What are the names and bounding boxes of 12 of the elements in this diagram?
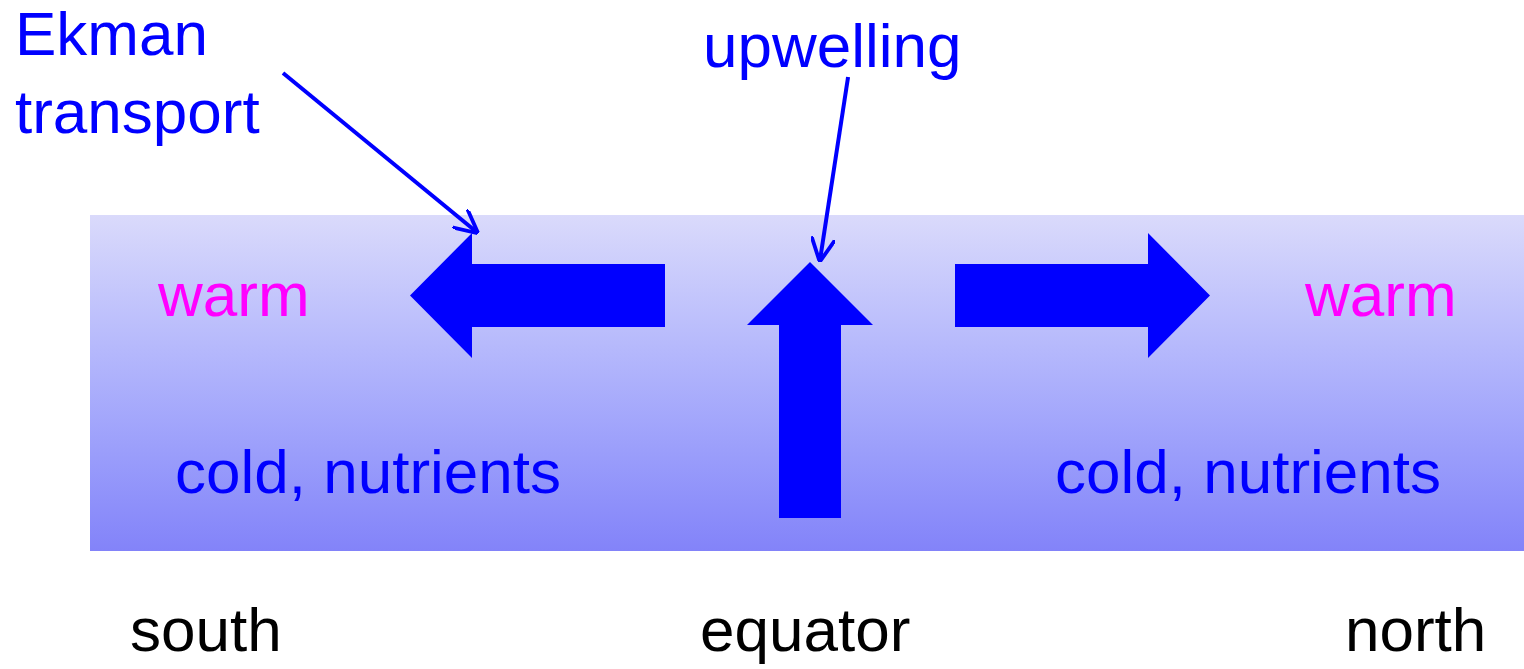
direction-label: north (1345, 595, 1487, 665)
temperature-label: warm (1305, 260, 1457, 330)
layer-label: cold, nutrients (1055, 437, 1441, 507)
direction-label: south (130, 595, 282, 665)
callout-label: upwelling (703, 10, 963, 82)
direction-label: equator (700, 595, 911, 665)
leader-line (809, 76, 851, 264)
ocean-band (90, 215, 1524, 551)
temperature-label: warm (158, 260, 310, 330)
leader-line (281, 71, 481, 236)
callout-label: Ekman transport (15, 0, 261, 148)
layer-label: cold, nutrients (175, 437, 561, 507)
